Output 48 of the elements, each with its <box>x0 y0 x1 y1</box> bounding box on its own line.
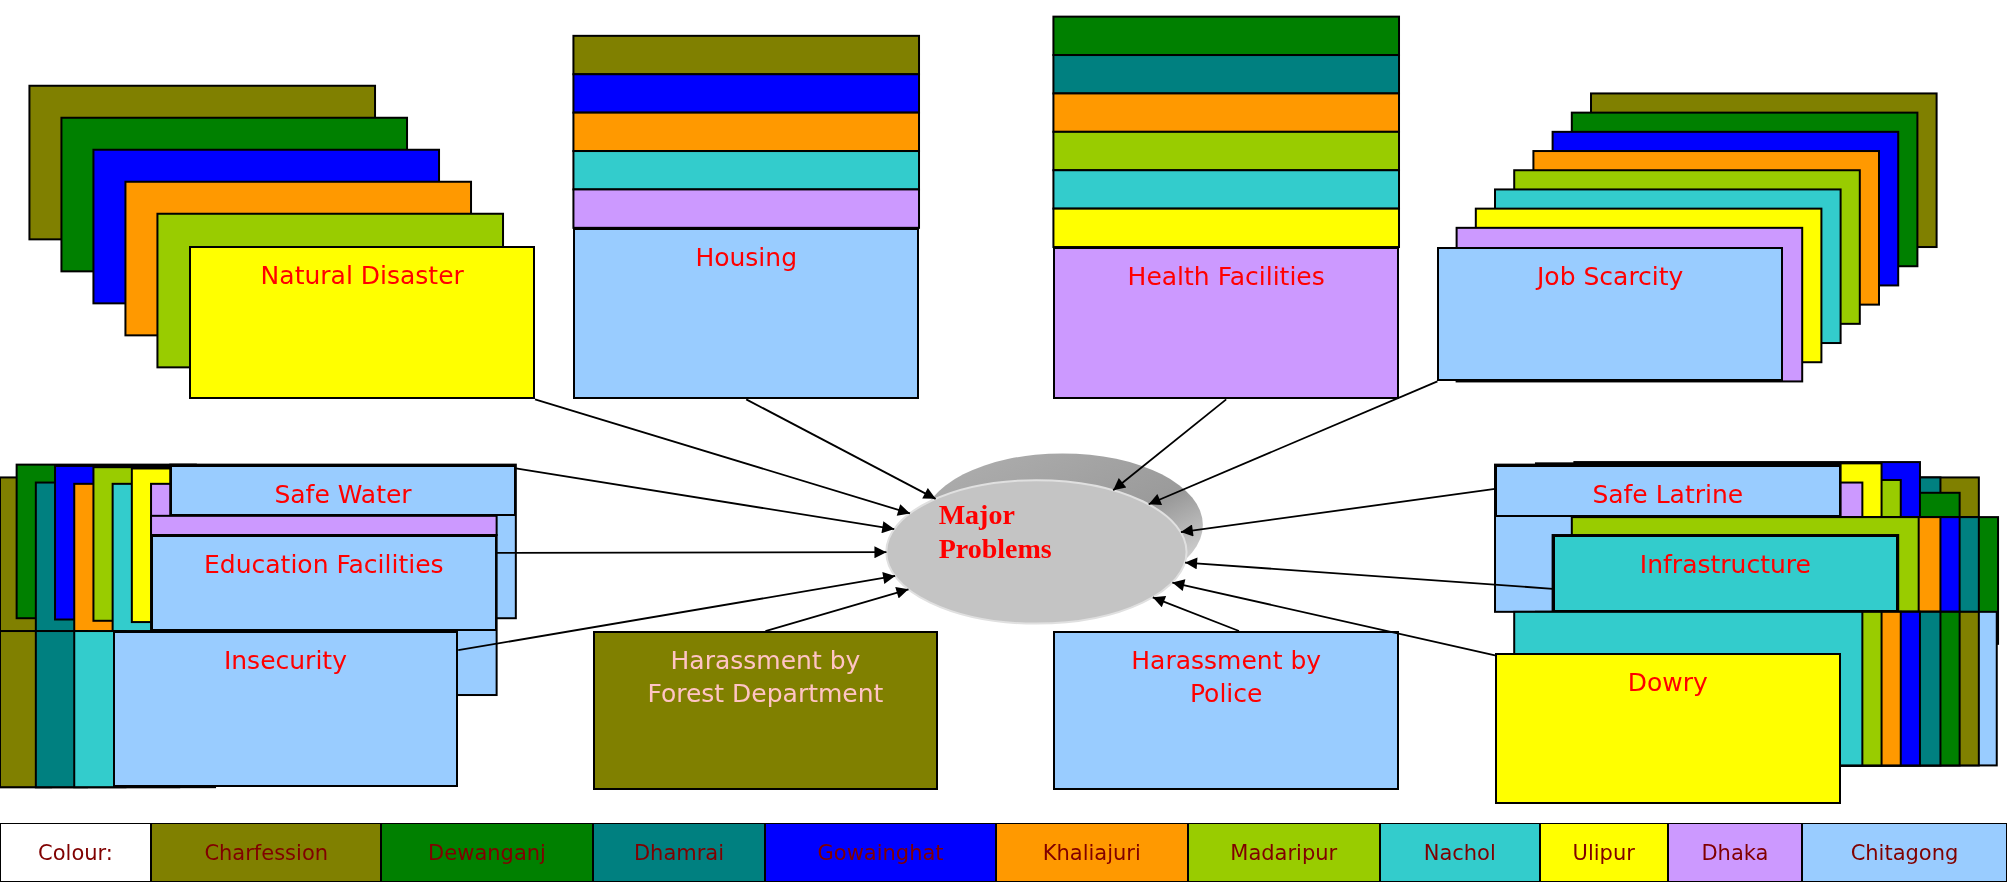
node-label: Harassment by Police <box>1130 645 1323 710</box>
legend-text: Dewanganj <box>428 840 546 865</box>
node-label: Harassment by Forest Department <box>646 645 885 710</box>
arrow <box>1179 488 1496 537</box>
problem-box <box>1495 652 1841 804</box>
arrow <box>1184 557 1554 590</box>
arrow <box>1151 596 1240 632</box>
problem-box <box>1437 247 1783 382</box>
legend-text: Chitagong <box>1850 840 1959 865</box>
node-label: Job Scarcity <box>1534 261 1685 294</box>
problem-box <box>592 631 939 790</box>
arrow <box>495 546 888 559</box>
legend-text: Gowainghat <box>817 840 944 865</box>
node-label: Natural Disaster <box>259 259 465 292</box>
problem-box <box>1053 247 1399 400</box>
node-label: Safe Latrine <box>1591 478 1745 511</box>
node-label: Infrastructure <box>1638 549 1812 581</box>
legend-text: Nachol <box>1423 840 1496 865</box>
problem-box <box>112 631 459 788</box>
node-label: Major Problems <box>938 498 1053 566</box>
arrow <box>514 467 896 534</box>
problem-box <box>1552 535 1899 612</box>
arrow <box>534 398 911 516</box>
arrow <box>1147 380 1439 506</box>
legend-text: Khaliajuri <box>1042 840 1141 865</box>
arrow <box>1171 579 1496 657</box>
arrow <box>764 586 910 632</box>
node-label: Education Facilities <box>203 549 445 581</box>
arrow <box>457 572 897 652</box>
node-label: Insecurity <box>222 645 348 677</box>
arrow <box>1112 398 1228 492</box>
arrow <box>745 398 937 500</box>
problem-box <box>170 464 516 516</box>
node-label: Housing <box>694 241 798 274</box>
legend-text: Madaripur <box>1230 840 1338 865</box>
legend-text: Ulipur <box>1572 840 1635 865</box>
problem-box <box>1495 464 1841 518</box>
problem-box <box>189 245 535 400</box>
legend-text: Dhaka <box>1701 840 1769 865</box>
legend-title: Colour: <box>38 840 113 865</box>
problem-box <box>151 535 497 631</box>
problem-box <box>573 227 919 400</box>
problem-box <box>1053 631 1399 790</box>
node-label: Health Facilities <box>1126 261 1326 294</box>
node-label: Dowry <box>1626 666 1709 699</box>
legend-text: Charfession <box>204 840 329 865</box>
legend-text: Dhamrai <box>633 840 725 865</box>
node-label: Safe Water <box>273 478 413 511</box>
